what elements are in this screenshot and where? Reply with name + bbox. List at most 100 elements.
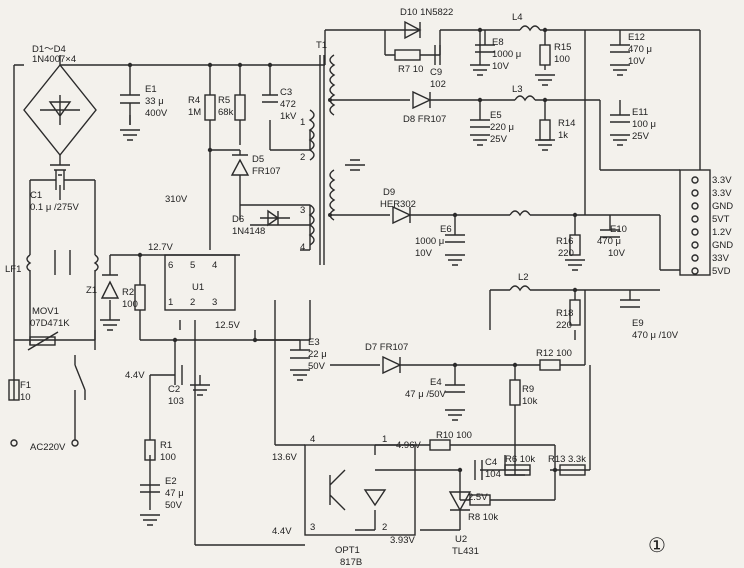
- label-d6: D6: [232, 214, 244, 225]
- label-c4: C4: [485, 457, 497, 468]
- label-lf1: LF1: [5, 264, 21, 275]
- bridge-rectifier: [23, 63, 97, 157]
- label-e3v: 22 μ: [308, 349, 327, 360]
- connector-pin-5: 1.2V: [712, 227, 732, 238]
- label-e3: E3: [308, 337, 320, 348]
- label-d7: D7 FR107: [365, 342, 408, 353]
- label-u1p2: 2: [190, 297, 195, 308]
- label-d5v: FR107: [252, 166, 281, 177]
- label-r12: R12 100: [536, 348, 572, 359]
- label-e6v2: 10V: [415, 248, 433, 259]
- label-r5v: 68k: [218, 107, 234, 118]
- label-c2: C2: [168, 384, 180, 395]
- label-e2v2: 50V: [165, 500, 183, 511]
- label-c4v: 104: [485, 469, 501, 480]
- label-r13: R13: [548, 454, 565, 465]
- connector-pin-4: 5VT: [712, 214, 730, 225]
- label-c9: C9: [430, 67, 442, 78]
- label-opt1p4: 4: [310, 434, 315, 445]
- connector-pin-7: 33V: [712, 253, 730, 264]
- label-r1v: 100: [160, 452, 176, 463]
- connector-pin-2: 3.3V: [712, 188, 732, 199]
- label-r2v: 100: [122, 299, 138, 310]
- label-r16v: 220: [558, 248, 574, 259]
- label-r7: R7 10: [398, 64, 423, 75]
- label-u1p3: 3: [212, 297, 217, 308]
- label-e2v: 47 μ: [165, 488, 184, 499]
- label-r18: R18: [556, 308, 573, 319]
- label-u1p5: 5: [190, 260, 195, 271]
- label-c1v: 0.1 μ /275V: [30, 202, 79, 213]
- label-e11v2: 25V: [632, 131, 650, 142]
- label-u1p4: 4: [212, 260, 217, 271]
- label-u2: U2: [455, 534, 467, 545]
- label-mov1: MOV1: [32, 306, 59, 317]
- label-d1d4: D1～D4: [32, 44, 66, 55]
- ground-symbols: [50, 64, 630, 526]
- label-e11v: 100 μ: [632, 119, 656, 130]
- label-mov1v: 07D471K: [30, 318, 70, 329]
- label-ac: AC220V: [30, 442, 66, 453]
- connector-pin-8: 5VD: [712, 266, 731, 277]
- label-c2v: 103: [168, 396, 184, 407]
- label-e6: E6: [440, 224, 452, 235]
- label-e9v: 470 μ /10V: [632, 330, 679, 341]
- label-v125: 12.5V: [215, 320, 240, 331]
- label-r1: R1: [160, 440, 172, 451]
- label-u1p6: 6: [168, 260, 173, 271]
- label-t1p3: 3: [300, 205, 305, 216]
- label-v136: 13.6V: [272, 452, 297, 463]
- label-r9: R9: [522, 384, 534, 395]
- label-r18v: 220: [556, 320, 572, 331]
- label-t1: T1: [316, 40, 327, 51]
- figure-number: ①: [648, 535, 666, 557]
- label-e8v2: 10V: [492, 61, 510, 72]
- label-r5: R5: [218, 95, 230, 106]
- connector-pin-6: GND: [712, 240, 733, 251]
- label-f1: F1: [20, 380, 31, 391]
- wires: [13, 29, 701, 546]
- label-r13v: 3.3k: [568, 454, 586, 465]
- label-f1v: 10: [20, 392, 31, 403]
- label-e5v: 220 μ: [490, 122, 514, 133]
- label-v310: 310V: [165, 194, 188, 205]
- label-c3v2: 1kV: [280, 111, 297, 122]
- label-bridge: 1N4007×4: [32, 54, 76, 65]
- label-v393: 3.93V: [390, 535, 415, 546]
- connector-pin-1: 3.3V: [712, 175, 732, 186]
- label-v496: 4.96V: [396, 440, 421, 451]
- label-t1p2: 2: [300, 152, 305, 163]
- label-opt1p3: 3: [310, 522, 315, 533]
- label-e2: E2: [165, 476, 177, 487]
- label-u1p1: 1: [168, 297, 173, 308]
- label-d6v: 1N4148: [232, 226, 265, 237]
- label-r14: R14: [558, 118, 575, 129]
- connector-pin-3: GND: [712, 201, 733, 212]
- label-e12v: 470 μ: [628, 44, 652, 55]
- label-e6v: 1000 μ: [415, 236, 444, 247]
- label-opt1p2: 2: [382, 522, 387, 533]
- label-e10v: 470 μ: [597, 236, 621, 247]
- label-r6: R6 10k: [505, 454, 535, 465]
- label-c3v: 472: [280, 99, 296, 110]
- label-r4v: 1M: [188, 107, 201, 118]
- label-v25: 2.5V: [468, 492, 488, 503]
- label-e10: E10: [610, 224, 627, 235]
- label-v127: 12.7V: [148, 242, 173, 253]
- label-u2v: TL431: [452, 546, 479, 557]
- components: [8, 20, 711, 536]
- label-c9v: 102: [430, 79, 446, 90]
- label-e5v2: 25V: [490, 134, 508, 145]
- label-t1p4: 4: [300, 242, 305, 253]
- label-r2: R2: [122, 287, 134, 298]
- label-d5: D5: [252, 154, 264, 165]
- label-e9: E9: [632, 318, 644, 329]
- label-c3: C3: [280, 87, 292, 98]
- label-r15v: 100: [554, 54, 570, 65]
- label-e8v: 1000 μ: [492, 49, 521, 60]
- label-e12: E12: [628, 32, 645, 43]
- label-e4: E4: [430, 377, 442, 388]
- label-d9v: HER302: [380, 199, 416, 210]
- label-u1: U1: [192, 282, 204, 293]
- label-c1: C1: [30, 190, 42, 201]
